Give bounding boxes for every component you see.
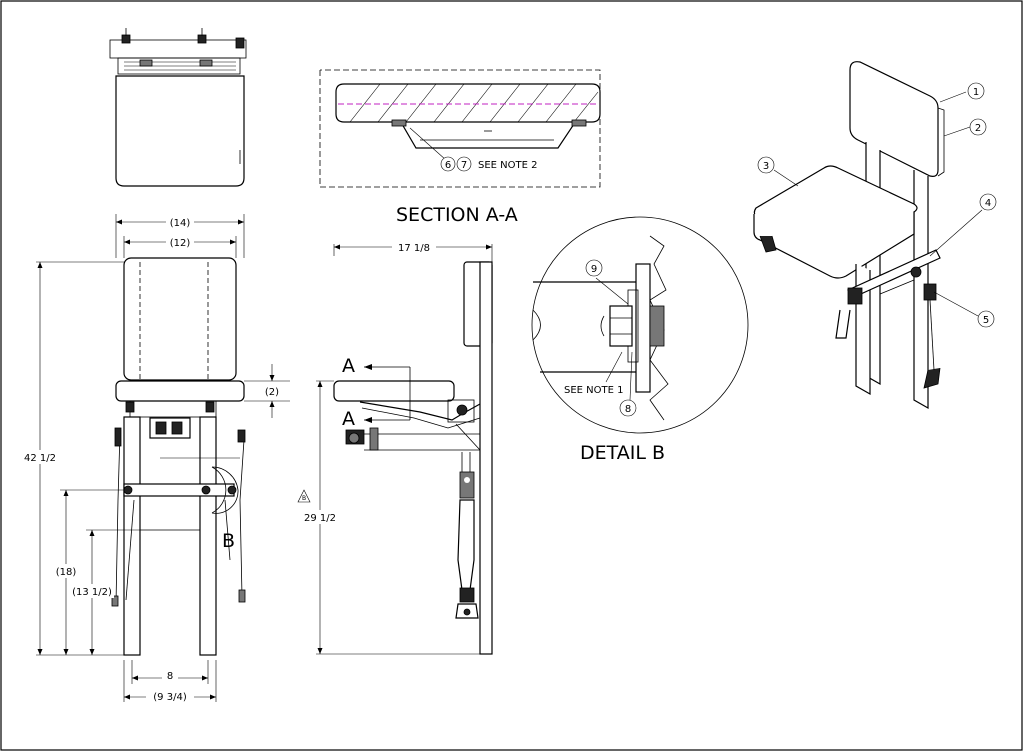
detail-b-ref-label: B bbox=[222, 530, 235, 552]
detail-title: DETAIL B bbox=[580, 442, 665, 464]
dim-depth: 17 1/8 bbox=[398, 243, 430, 254]
balloon-1: 1 bbox=[973, 87, 979, 98]
cut-label-top: A bbox=[342, 355, 355, 377]
balloon-5: 5 bbox=[983, 315, 989, 326]
top-view bbox=[109, 28, 247, 187]
balloon-9: 9 bbox=[591, 264, 597, 275]
rev-flag: B bbox=[302, 495, 306, 502]
dim-seat-thickness: (2) bbox=[265, 387, 279, 398]
dim-side-height: 29 1/2 bbox=[304, 513, 336, 524]
dim-back-width: (12) bbox=[170, 238, 191, 249]
revision-triangle bbox=[297, 489, 311, 503]
balloon-6-section: 6 bbox=[445, 160, 451, 171]
section-a-a: 6 7 SEE NOTE 2 SECTION A-A bbox=[319, 69, 601, 226]
dim-overall-height: 42 1/2 bbox=[24, 453, 56, 464]
see-note-1: SEE NOTE 1 bbox=[564, 385, 623, 396]
section-title: SECTION A-A bbox=[396, 204, 518, 226]
cut-label-bottom: A bbox=[342, 408, 355, 430]
balloon-2: 2 bbox=[975, 123, 981, 134]
detail-b: 9 SEE NOTE 1 8 DETAIL B bbox=[531, 216, 749, 464]
side-view: 17 1/8 A A bbox=[297, 240, 493, 655]
isometric-view: 1 2 3 4 5 bbox=[753, 61, 997, 410]
balloon-4: 4 bbox=[985, 198, 991, 209]
front-view: B (14) (12) 42 1/2 (2) (18) bbox=[20, 214, 290, 703]
dim-leg-inner: 8 bbox=[167, 671, 173, 682]
balloon-7-section: 7 bbox=[461, 160, 467, 171]
balloon-8: 8 bbox=[625, 404, 631, 415]
balloon-3: 3 bbox=[763, 161, 769, 172]
dim-leg-outer: (9 3/4) bbox=[153, 692, 187, 703]
dim-overall-width: (14) bbox=[170, 218, 191, 229]
see-note-2: SEE NOTE 2 bbox=[478, 160, 537, 171]
section-hatching bbox=[349, 83, 599, 123]
dim-strap-height: (13 1/2) bbox=[72, 587, 112, 598]
dim-seat-height: (18) bbox=[56, 567, 77, 578]
